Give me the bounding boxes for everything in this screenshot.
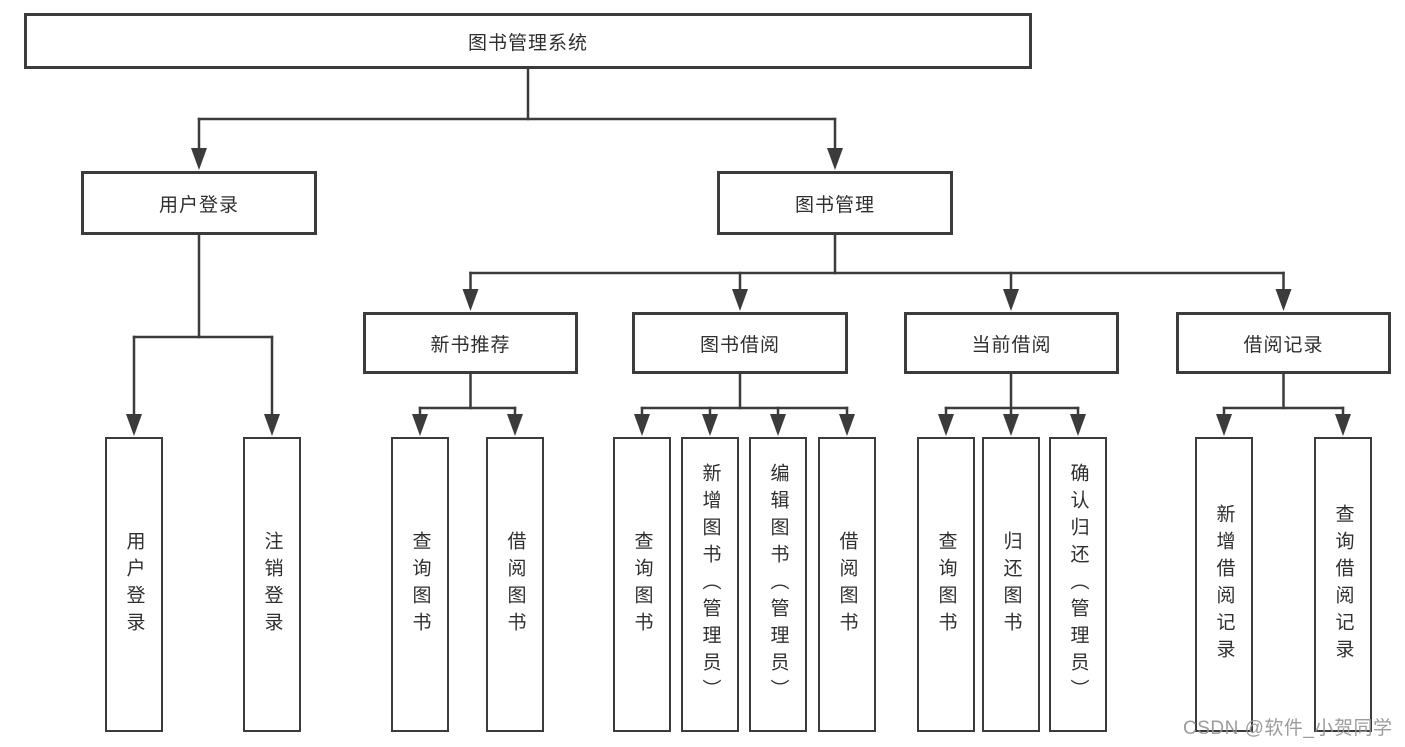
node-label: 图书借阅 [699,334,780,356]
leaf-return-book: 归还图书 [982,437,1040,732]
node-current-borrow: 当前借阅 [904,312,1119,374]
arrowhead [839,414,855,436]
node-borrow-record: 借阅记录 [1176,312,1391,374]
node-root-system: 图书管理系统 [24,13,1032,69]
arrowhead [412,414,428,436]
node-label: 归还图书 [1000,530,1022,639]
node-new-book-recommend: 新书推荐 [363,312,578,374]
leaf-user-login: 用户登录 [105,437,163,732]
arrowhead [1335,414,1351,436]
node-label: 注销登录 [261,530,283,639]
arrowhead [770,414,786,436]
arrowhead [1070,414,1086,436]
node-label: 确认归还（管理员） [1067,463,1089,706]
leaf-add-book-admin: 新增图书（管理员） [681,437,739,732]
node-label: 图书管理系统 [467,32,588,54]
leaf-edit-book-admin: 编辑图书（管理员） [749,437,807,732]
node-label: 查询图书 [631,530,653,639]
node-book-management: 图书管理 [717,171,953,235]
arrowhead [264,414,280,436]
arrowhead [732,289,748,311]
node-label: 图书管理 [794,194,875,216]
leaf-query-borrow-record: 查询借阅记录 [1314,437,1372,732]
node-user-login: 用户登录 [81,171,317,235]
node-label: 借阅图书 [504,530,526,639]
leaf-logout: 注销登录 [243,437,301,732]
leaf-recommend-query-book: 查询图书 [391,437,449,732]
node-label: 借阅图书 [836,530,858,639]
node-label: 用户登录 [158,194,239,216]
leaf-borrow-book: 借阅图书 [818,437,876,732]
arrowhead [462,289,479,311]
arrowhead [191,148,207,170]
leaf-recommend-borrow-book: 借阅图书 [486,437,544,732]
arrowhead [507,414,523,436]
node-label: 借阅记录 [1243,334,1324,356]
node-label: 新增借阅记录 [1213,503,1235,666]
leaf-current-query-book: 查询图书 [917,437,975,732]
node-label: 新增图书（管理员） [699,463,721,706]
arrowhead [634,414,650,436]
node-label: 编辑图书（管理员） [767,463,789,706]
arrowhead [1216,414,1232,436]
leaf-confirm-return-admin: 确认归还（管理员） [1049,437,1107,732]
arrowhead [1003,414,1019,436]
arrowhead [1003,289,1019,311]
node-label: 新书推荐 [430,334,511,356]
arrowhead [938,414,954,436]
arrowhead [702,414,718,436]
node-label: 查询图书 [409,530,431,639]
node-label: 当前借阅 [971,334,1052,356]
leaf-add-borrow-record: 新增借阅记录 [1195,437,1253,732]
arrowhead [827,148,843,170]
node-label: 查询图书 [935,530,957,639]
node-label: 查询借阅记录 [1332,503,1354,666]
node-label: 用户登录 [123,530,145,639]
leaf-borrow-query-book: 查询图书 [613,437,671,732]
csdn-watermark: CSDN @软件_小贺同学 [1183,718,1393,739]
arrowhead [1275,289,1292,311]
arrowhead [126,414,142,436]
node-book-borrow: 图书借阅 [632,312,848,374]
